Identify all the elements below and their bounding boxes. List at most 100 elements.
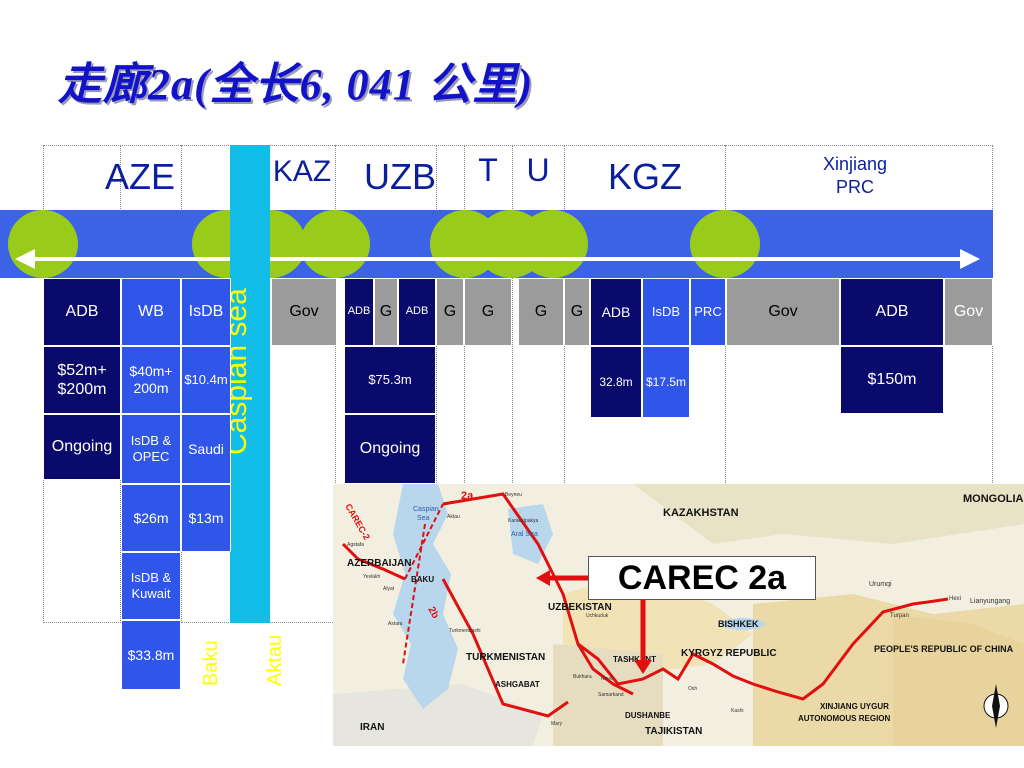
funder-kaz-gov: Gov: [271, 278, 337, 346]
funder-prc-adb: ADB: [840, 278, 944, 346]
map-tashkent: TASHKENT: [613, 655, 656, 664]
page-title: 走廊2a(全长6, 041 公里): [58, 60, 534, 109]
map-caspian-1: Caspian: [413, 506, 439, 513]
map-kyrgyz: KYRGYZ REPUBLIC: [681, 648, 777, 659]
map-mongolia: MONGOLIA: [963, 493, 1024, 505]
map-dushanbe: DUSHANBE: [625, 711, 671, 720]
map-samarkand: Samarkand: [598, 692, 624, 698]
prc-label: PRC: [835, 176, 874, 197]
aze-isdb-amount: $10.4m: [181, 346, 231, 414]
funder-kgz-prc: PRC: [690, 278, 726, 346]
node-dot: [690, 210, 760, 278]
country-uzb: UZB: [364, 156, 436, 197]
uzb-amount: $75.3m: [344, 346, 436, 414]
map-astara: Astara: [388, 621, 403, 627]
funder-kgz-adb: ADB: [590, 278, 642, 346]
map-kashi: Kashi: [731, 708, 744, 714]
north-label: N: [992, 702, 999, 713]
map-route-2b: 2b: [425, 605, 440, 621]
north-arrow-icon: N: [983, 684, 1009, 728]
map-ashgabat: ASHGABAT: [495, 680, 540, 689]
map-baku: BAKU: [411, 575, 434, 584]
map-bishkek: BISHKEK: [718, 619, 759, 629]
map-route-2a: 2a: [461, 490, 474, 502]
aze-adb-amount: $52m+ $200m: [43, 346, 121, 414]
country-t: T: [478, 152, 498, 188]
funder-kgz-isdb: IsDB: [642, 278, 690, 346]
map-mary: Mary: [551, 721, 563, 727]
country-kgz: KGZ: [607, 156, 682, 197]
column-divider: [564, 145, 565, 623]
country-u: U: [526, 152, 550, 188]
map-tajikistan: TAJIKISTAN: [645, 726, 702, 737]
aze-saudi: Saudi: [181, 414, 231, 484]
funder-t-g: G: [464, 278, 512, 346]
region-map: MONGOLIA KAZAKHSTAN AZERBAIJAN BAKU UZBE…: [333, 484, 1024, 746]
aze-13m: $13m: [181, 484, 231, 552]
aze-33-8m: $33.8m: [121, 620, 181, 690]
baku-vertical-label: Baku: [200, 640, 222, 686]
prc-adb-amount: $150m: [840, 346, 944, 414]
map-turkmenbashi: Turkmenbashi: [449, 628, 481, 634]
map-navoi: Navoi: [601, 676, 614, 682]
uzb-status: Ongoing: [344, 414, 436, 484]
funder-uzb-g-2: G: [436, 278, 464, 346]
aze-isdb-kuwait: IsDB & Kuwait: [121, 552, 181, 620]
node-dot: [300, 210, 370, 278]
carec-2a-callout: CAREC 2a: [588, 556, 816, 600]
corridor-arrow: [15, 249, 980, 269]
map-aral: Aral Sea: [511, 531, 538, 538]
map-azerbaijan: AZERBAIJAN: [347, 558, 411, 569]
map-turkmenistan: TURKMENISTAN: [466, 652, 545, 663]
funder-prc-gov: Gov: [944, 278, 993, 346]
caspian-sea-band: [230, 145, 270, 623]
column-divider: [464, 145, 465, 623]
map-yevlakh: Yevlakh: [363, 574, 381, 580]
map-agstafa: Agstafa: [347, 542, 364, 548]
map-uzbekistan: UZBEKISTAN: [548, 602, 612, 613]
column-divider: [335, 145, 336, 623]
map-uchkuduk: Uchkuduk: [586, 613, 609, 619]
funder-u-g-1: G: [518, 278, 564, 346]
funder-uzb-adb-2: ADB: [398, 278, 436, 346]
map-prc: PEOPLE'S REPUBLIC OF CHINA: [874, 644, 1014, 654]
node-dot: [518, 210, 588, 278]
funder-aze-adb: ADB: [43, 278, 121, 346]
map-xinjiang-2: AUTONOMOUS REGION: [798, 714, 891, 723]
map-xinjiang-1: XINJIANG UYGUR: [820, 702, 889, 711]
map-osh: Osh: [688, 686, 697, 692]
map-lianyungang: Lianyungang: [970, 598, 1010, 605]
aze-26m: $26m: [121, 484, 181, 552]
node-dot: [8, 210, 78, 278]
kgz-adb-amount: 32.8m: [590, 346, 642, 418]
map-hexi: Hexi: [949, 596, 961, 602]
map-kazakhstan: KAZAKHSTAN: [663, 507, 739, 519]
country-kaz: KAZ: [272, 155, 332, 188]
map-beyneu: Beyneu: [505, 492, 522, 498]
column-divider: [436, 145, 437, 623]
map-caspian-2: Sea: [417, 515, 430, 522]
map-aktau: Aktau: [447, 514, 460, 520]
country-aze: AZE: [104, 156, 175, 197]
xinjiang-label: Xinjiang: [822, 154, 888, 174]
aktau-vertical-label: Aktau: [264, 634, 286, 686]
country-prc-header: Xinjiang PRC: [800, 153, 910, 198]
callout-arrows: [536, 570, 652, 674]
kgz-isdb-amount: $17.5m: [642, 346, 690, 418]
aze-wb-amount: $40m+ 200m: [121, 346, 181, 414]
funder-uzb-g-1: G: [374, 278, 398, 346]
map-turpan: Turpan: [890, 613, 909, 619]
map-bukhara: Bukhara: [573, 674, 592, 680]
funder-uzb-adb-1: ADB: [344, 278, 374, 346]
aze-adb-status: Ongoing: [43, 414, 121, 480]
column-divider: [512, 145, 513, 623]
map-alyat: Alyat: [383, 586, 395, 592]
map-urumqi: Urumqi: [869, 581, 892, 588]
aze-isdb-opec: IsDB & OPEC: [121, 414, 181, 484]
column-divider: [725, 145, 726, 623]
map-karakalpakya: Karakalpakya: [508, 518, 539, 524]
funder-aze-wb: WB: [121, 278, 181, 346]
funder-kgz-gov: Gov: [726, 278, 840, 346]
funder-u-g-2: G: [564, 278, 590, 346]
map-iran: IRAN: [360, 722, 384, 733]
